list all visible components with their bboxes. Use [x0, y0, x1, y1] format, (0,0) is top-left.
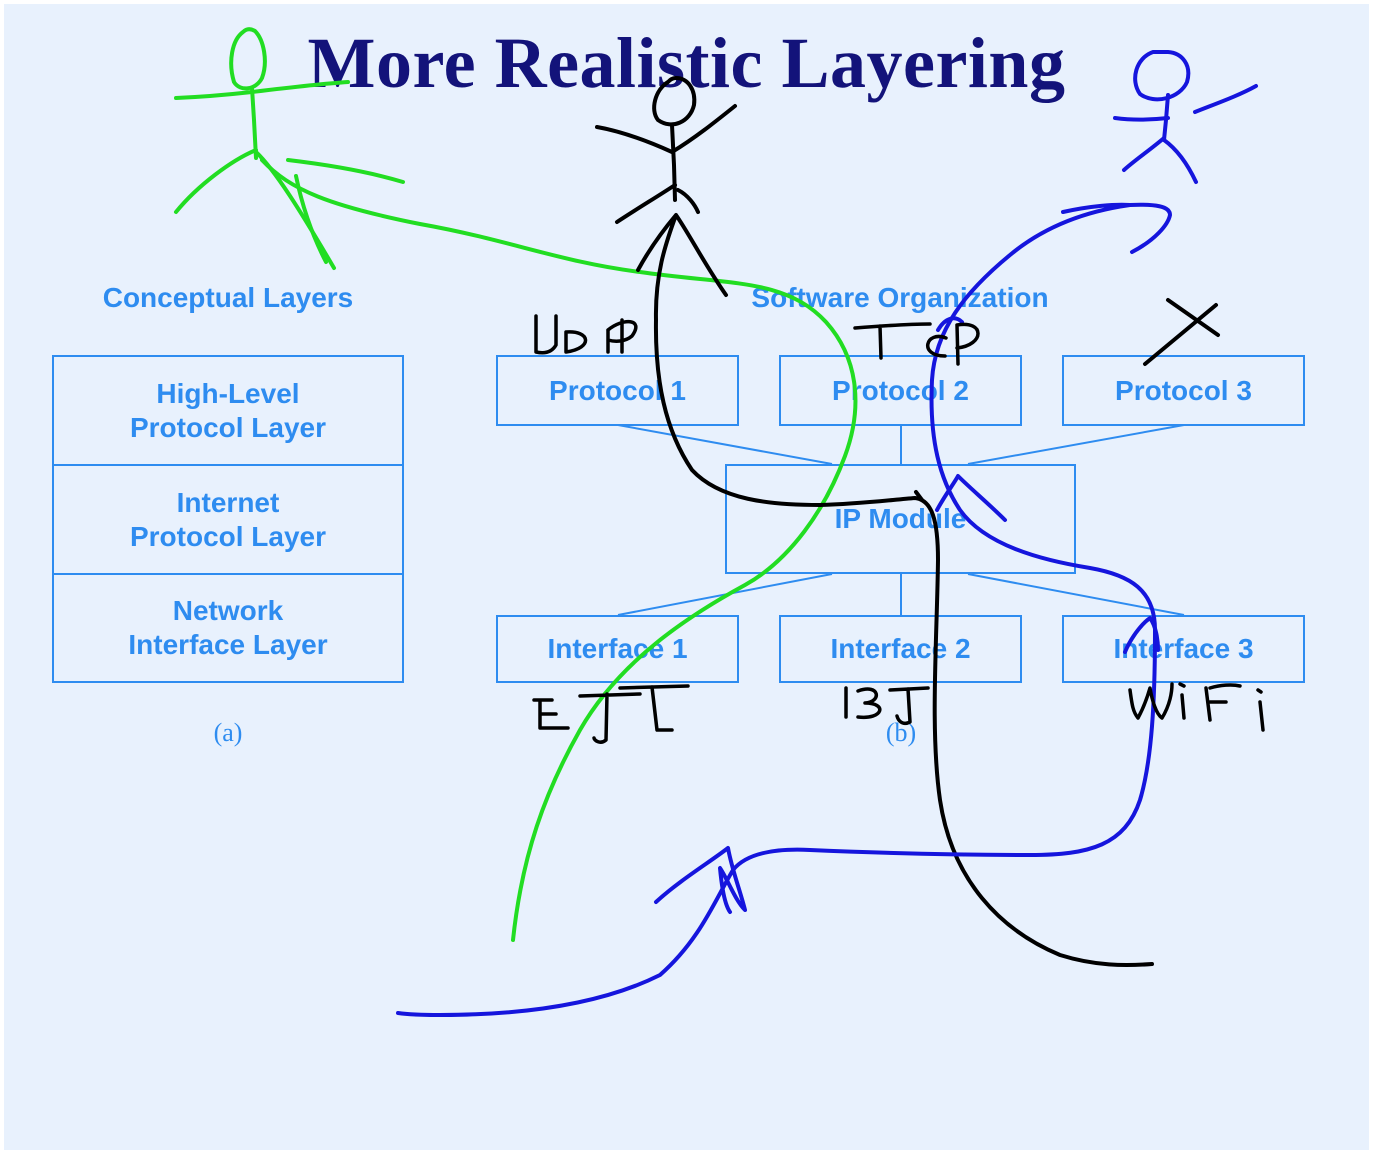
green-figure-body: [250, 86, 258, 160]
layer-label-line2: Protocol Layer: [129, 520, 327, 552]
blue-ink: [396, 49, 1258, 1017]
slide-title: More Realistic Layering: [307, 23, 1066, 103]
black-figure-arms: [595, 104, 737, 154]
caption-a: (a): [213, 718, 243, 747]
blue-figure-head: [1133, 49, 1191, 102]
x-mark: [1143, 298, 1220, 366]
software-organization-heading: Software Organization: [751, 282, 1049, 313]
layer-label-line1: High-Level: [156, 377, 300, 409]
green-connection-path: [260, 158, 858, 942]
handwritten-bt: [844, 686, 930, 726]
black-figure-head: [652, 76, 697, 127]
layer-label-line2: Interface Layer: [128, 629, 328, 660]
black-figure-body: [670, 123, 677, 202]
blue-figure-legs: [1122, 136, 1198, 184]
blue-figure-arms: [1113, 84, 1258, 122]
green-figure-arm-right: [286, 158, 405, 184]
layer-label-line2: Protocol Layer: [129, 411, 327, 443]
protocol-3-label: Protocol 3: [1115, 374, 1252, 406]
internet-protocol-layer-box: Internet Protocol Layer: [52, 464, 404, 575]
handwritten-udp: [534, 314, 638, 355]
green-figure-arms: [174, 80, 350, 100]
blue-arrowhead-ip: [935, 474, 1007, 522]
layer-label-line1: Internet: [176, 486, 280, 518]
network-interface-layer-box: Network Interface Layer: [52, 573, 404, 683]
green-figure-head: [229, 27, 267, 91]
handwritten-tcp: [853, 322, 980, 366]
blue-arrowhead-if3: [1123, 616, 1160, 654]
black-figure-legs: [615, 183, 700, 224]
interface-2-box: Interface 2: [779, 615, 1022, 683]
green-ink: [174, 27, 858, 942]
blue-arrowhead-bottom: [654, 846, 747, 914]
interface-3-label: Interface 3: [1113, 633, 1254, 664]
conceptual-layers-heading: Conceptual Layers: [102, 282, 354, 313]
handwritten-wifi: [1128, 682, 1265, 732]
interface-2-label: Interface 2: [830, 633, 971, 664]
layer-label-line1: Network: [172, 595, 284, 626]
interface-3-box: Interface 3: [1062, 615, 1305, 683]
blue-route: [396, 202, 1157, 1017]
ip-module-label: IP Module: [834, 503, 967, 534]
blue-arrowhead-top: [1128, 202, 1172, 254]
green-figure-left-leg: [174, 148, 258, 214]
protocol-3-box: Protocol 3: [1062, 355, 1305, 426]
ip-module-box: IP Module: [725, 464, 1076, 574]
handwritten-eth: [532, 684, 690, 744]
black-ink: [595, 76, 1220, 968]
